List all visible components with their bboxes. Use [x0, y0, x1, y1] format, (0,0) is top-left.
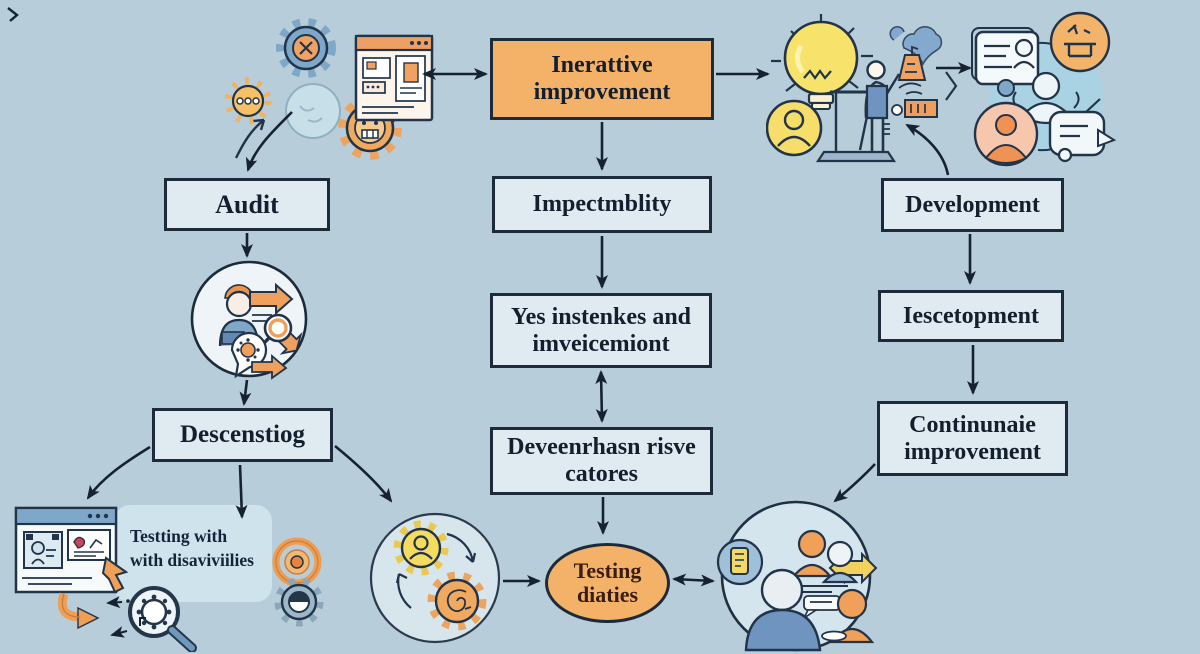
- gear-icon: [276, 18, 336, 78]
- sun-gear-icon: [224, 77, 272, 125]
- laptop-icon: [798, 585, 848, 621]
- node-descenstiog: Descenstiog: [152, 408, 333, 462]
- lightbulb-icon: [771, 14, 873, 110]
- structure-icon: [891, 45, 958, 118]
- node-label: Continunaie improvement: [904, 411, 1041, 465]
- speech-bubble-icon: [1048, 98, 1117, 163]
- node-label: Inerattive improvement: [533, 52, 671, 105]
- gears-cycle-icon: [369, 512, 501, 644]
- cursor-icon: [101, 556, 129, 594]
- node-label: Iescetopment: [903, 302, 1039, 329]
- arrow-right-icon: [249, 282, 294, 322]
- goal-circle-icon: [1049, 11, 1111, 73]
- node-deveenrhasn: Deveenrhasn risve catores: [490, 427, 713, 495]
- person-icon: [821, 540, 859, 584]
- browser-window-icon: [354, 34, 434, 122]
- testing-note-bubble: Testting with with disaviviilies: [114, 505, 272, 602]
- node-label: Development: [905, 191, 1040, 218]
- node-impectmblity: Impectmblity: [492, 176, 712, 233]
- lightbulb-ideation-icon: [766, 14, 958, 163]
- person-icon: [864, 60, 901, 152]
- node-iescetopment: Iescetopment: [878, 290, 1064, 342]
- user-research-icon: [190, 260, 308, 380]
- node-label: Yes instenkes and imveicemiont: [510, 303, 692, 357]
- gears-browser-cycle-icon: [224, 18, 434, 160]
- collaboration-icon: [716, 500, 878, 652]
- node-continunaie: Continunaie improvement: [877, 401, 1068, 476]
- curved-arrow-icon: [57, 592, 100, 630]
- person-circle-icon: [973, 101, 1039, 167]
- phone-circle-icon: [716, 538, 764, 586]
- node-label: Impectmblity: [532, 191, 672, 218]
- node-label: Audit: [215, 189, 279, 219]
- node-development: Development: [881, 178, 1064, 232]
- person-back-icon: [744, 568, 822, 652]
- person-icon: [821, 588, 875, 644]
- team-network-icon: [971, 11, 1117, 167]
- node-label: Deveenrhasn risve catores: [507, 434, 696, 487]
- node-testing-diaties: Testing diaties: [545, 543, 670, 623]
- testing-note-label: Testting with with disaviviilies: [130, 526, 254, 570]
- gear-spiral-icon: [427, 571, 487, 631]
- target-gear-icon: [272, 537, 324, 627]
- arrow-right-icon: [251, 354, 288, 380]
- person-icon: [791, 529, 833, 578]
- node-yes-instenkes: Yes instenkes and imveicemiont: [490, 293, 712, 368]
- speech-gear-icon: [230, 331, 268, 379]
- browser-testing-icon: [14, 506, 324, 652]
- node-label: Descenstiog: [180, 421, 305, 448]
- browser-window-icon: [14, 506, 118, 594]
- avatar-icon: [766, 99, 823, 157]
- node-iterative-improvement: Inerattive improvement: [490, 38, 714, 120]
- magnifier-gear-icon: [128, 586, 197, 652]
- id-card-icon: [971, 27, 1040, 97]
- cloud-icon: [889, 26, 943, 66]
- brain-icon: [285, 83, 341, 139]
- gear-user-icon: [393, 520, 449, 576]
- node-label: Testing diaties: [573, 557, 642, 607]
- node-audit: Audit: [164, 178, 330, 231]
